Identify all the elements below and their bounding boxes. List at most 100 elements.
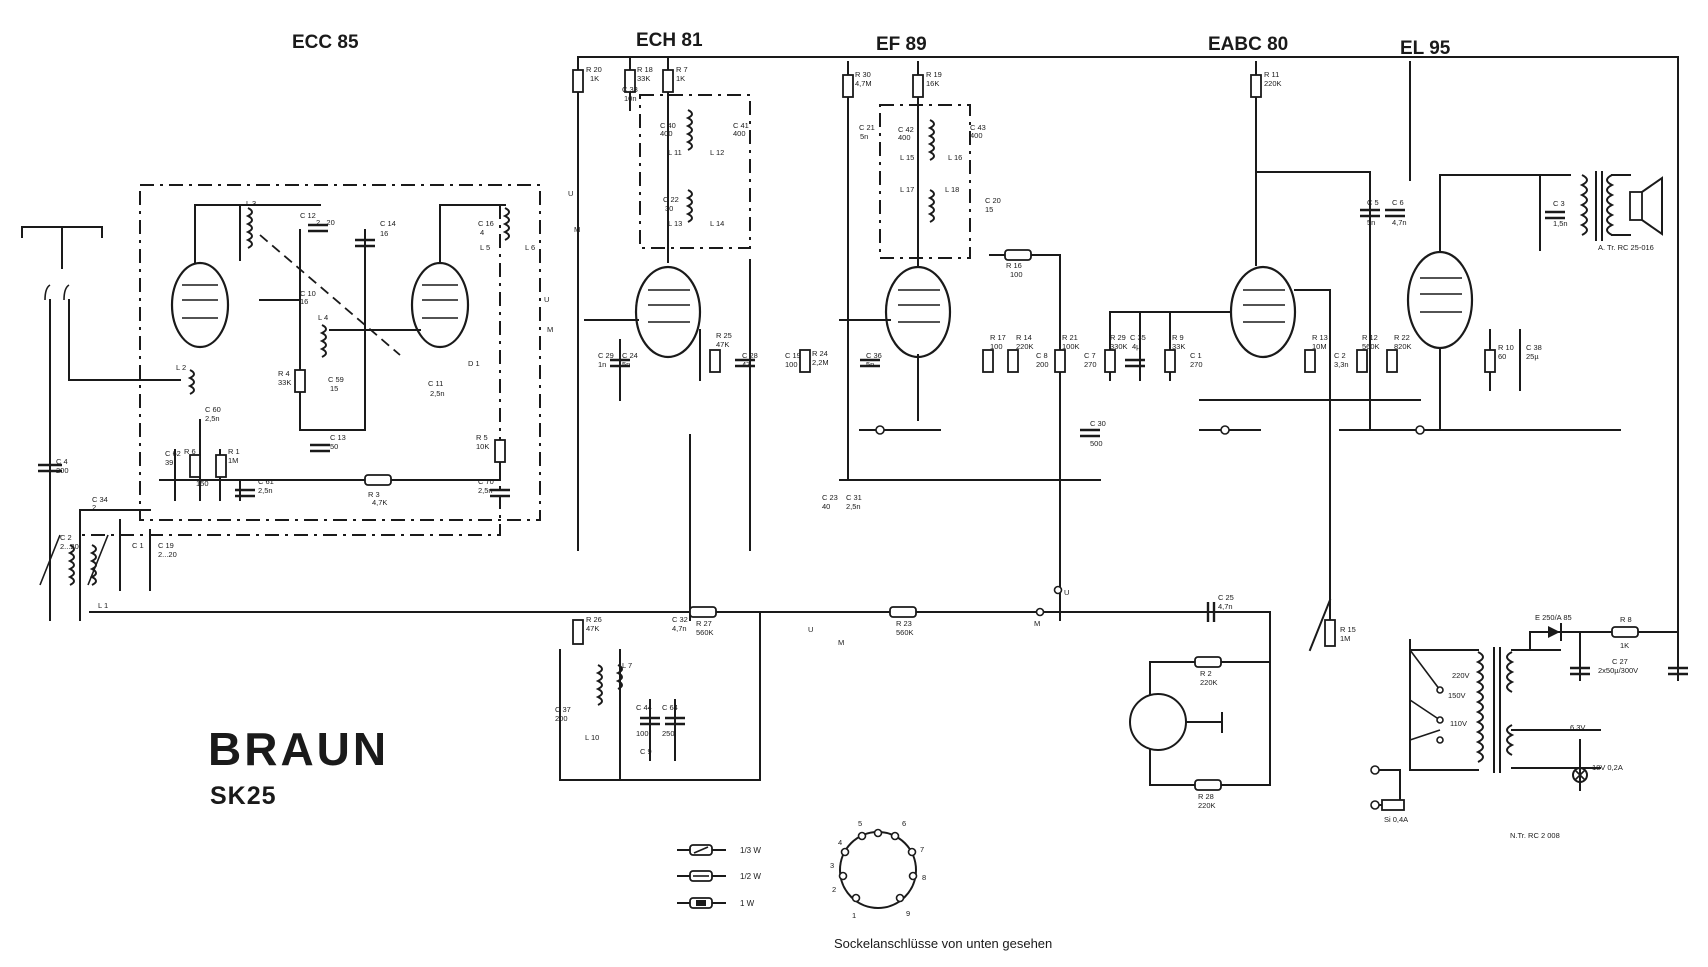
value-c11: 2,5n <box>430 389 445 398</box>
label-r12: R 12 <box>1362 333 1378 342</box>
value-r15: 1M <box>1340 634 1350 643</box>
switch-label-u1: U <box>568 189 573 198</box>
value-r10: 60 <box>1498 352 1506 361</box>
label-r19: R 19 <box>926 70 942 79</box>
label-c11: C 11 <box>428 379 443 388</box>
label-c34: C 34 <box>92 495 108 504</box>
value-r5: 10K <box>476 442 489 451</box>
label-r14: R 14 <box>1016 333 1032 342</box>
label-r28: R 28 <box>1198 792 1214 801</box>
resistor-r7 <box>662 69 674 93</box>
label-c7: C 7 <box>1084 351 1096 360</box>
value-c37: 200 <box>555 714 568 723</box>
resistor-r30 <box>842 74 854 98</box>
label-l7: L 7 <box>622 661 632 670</box>
label-c19: C 19 <box>158 541 174 550</box>
resistor-r25 <box>709 349 721 373</box>
resistor-r18 <box>624 69 636 93</box>
value-r23: 560K <box>896 628 914 637</box>
label-c10: C 10 <box>300 289 316 298</box>
tube-el95 <box>1406 250 1474 350</box>
value-c35: 4µ <box>1132 342 1141 351</box>
resistor-r19 <box>912 74 924 98</box>
label-l6: L 6 <box>525 243 535 252</box>
tube-ech81 <box>634 265 702 359</box>
label-r24: R 24 <box>812 349 828 358</box>
label-63v: 6,3V <box>1570 723 1585 732</box>
label-r27: R 27 <box>696 619 712 628</box>
label-c64: C 64 <box>662 703 678 712</box>
switch-label-m3: M <box>1034 619 1040 628</box>
label-r20: R 20 <box>586 65 602 74</box>
din-socket <box>1129 611 1271 791</box>
socket-caption: Sockelanschlüsse von unten gesehen <box>834 936 1052 951</box>
switch-label-m2: M <box>547 325 553 334</box>
value-c19: 2...20 <box>158 550 177 559</box>
value-r13: 10M <box>1312 342 1327 351</box>
resistor-r6 <box>189 454 201 478</box>
value-r26: 47K <box>586 624 599 633</box>
resistor-r2 <box>1194 656 1222 668</box>
label-r22: R 22 <box>1394 333 1410 342</box>
value-c16: 4 <box>480 228 484 237</box>
resistor-legend: 1/3 W 1/2 W 1 W <box>677 844 761 909</box>
label-l1: L 1 <box>98 601 108 610</box>
value-c29: 1n <box>598 360 606 369</box>
label-output-transformer: A. Tr. RC 25-016 <box>1598 243 1654 252</box>
value-r4: 33K <box>278 378 291 387</box>
label-l16: L 16 <box>948 153 962 162</box>
label-l2: L 2 <box>176 363 186 372</box>
value-c40: 400 <box>660 129 673 138</box>
value-c30: 500 <box>1090 439 1103 448</box>
value-c12: 2...20 <box>316 218 335 227</box>
label-r16: R 16 <box>1006 261 1022 270</box>
label-cx: C 1 <box>1190 351 1202 360</box>
switch-label-u4: U <box>808 625 813 634</box>
label-fuse: Si 0,4A <box>1384 815 1408 824</box>
value-r7: 1K <box>676 74 685 83</box>
model-label: SK25 <box>210 782 277 810</box>
tube-socket-view: 1 2 3 4 5 6 7 8 9 <box>830 819 926 920</box>
value-r21: 100K <box>1062 342 1080 351</box>
switch-label-u3: U <box>1064 588 1069 597</box>
value-r16: 100 <box>1010 270 1023 279</box>
socket-outline <box>839 831 917 909</box>
value-c28: 47 <box>742 360 750 369</box>
bottom-signal-rail <box>519 585 1336 652</box>
label-l3: L 3 <box>246 199 256 208</box>
label-c14: C 14 <box>380 219 396 228</box>
power-supply <box>1370 623 1688 811</box>
label-r17: R 17 <box>990 333 1006 342</box>
value-r25: 47K <box>716 340 729 349</box>
label-c2: C 2 <box>60 533 72 542</box>
label-c8: C 8 <box>1036 351 1048 360</box>
label-c59: C 59 <box>328 375 344 384</box>
value-c38: 25µ <box>1526 352 1539 361</box>
input-tuning-network <box>38 463 541 621</box>
value-c24: 5n <box>622 360 630 369</box>
value-r12: 560K <box>1362 342 1380 351</box>
label-c25: C 25 <box>1218 593 1234 602</box>
label-l4: L 4 <box>318 313 328 322</box>
value-r2: 220K <box>1200 678 1218 687</box>
resistor-r15 <box>1324 619 1336 647</box>
label-c22: C 22 <box>663 195 679 204</box>
resistor-r29 <box>1104 349 1116 373</box>
label-r5: R 5 <box>476 433 488 442</box>
label-r11: R 11 <box>1264 70 1279 79</box>
value-r11: 220K <box>1264 79 1282 88</box>
speaker-icon <box>1629 176 1663 236</box>
value-r3: 4,7K <box>372 498 387 507</box>
value-r27: 560K <box>696 628 714 637</box>
label-c61: C 61 <box>258 477 274 486</box>
resistor-r17 <box>982 349 994 373</box>
tube-label-el95: EL 95 <box>1400 38 1451 59</box>
label-lamp: 18V 0,2A <box>1592 763 1623 772</box>
resistor-r10 <box>1484 349 1496 373</box>
value-r20: 1K <box>590 74 599 83</box>
label-c19b: C 19 <box>785 351 801 360</box>
value-c10: 16 <box>300 297 308 306</box>
rectifier-diode <box>1548 626 1560 638</box>
pin-label-7: 7 <box>920 845 924 854</box>
